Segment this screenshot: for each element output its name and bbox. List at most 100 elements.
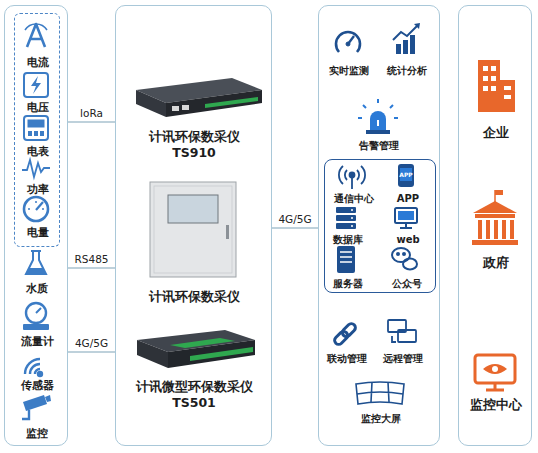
camera-icon: [22, 395, 51, 419]
function-label: 告警管理: [349, 140, 409, 153]
server-icon: [337, 246, 355, 273]
government-icon-part: [502, 220, 506, 239]
app-phone-icon-part: [398, 164, 414, 187]
ts910-device-part: [136, 90, 166, 117]
alarm-siren-icon-part: [377, 120, 379, 126]
web-monitor-icon: [395, 208, 417, 228]
flowmeter-icon-part: [23, 324, 49, 330]
link-label: RS485: [62, 253, 122, 265]
power-label: 功率: [16, 183, 60, 197]
cabinet-device-part: [154, 186, 232, 273]
alarm-siren-icon-part: [370, 111, 386, 130]
ts910-device: [136, 78, 262, 117]
water-quality-icon-part: [26, 268, 46, 274]
remote-screens-icon: [388, 320, 416, 342]
sensor-icon: [25, 359, 42, 376]
government-icon-part: [510, 220, 514, 239]
function-label: 统计分析: [379, 65, 435, 78]
service-label: 通信中心: [329, 193, 379, 206]
platform-panel: 通信中心APP数据库web服务器公众号实时监测统计分析告警管理联动管理远程管理监…: [318, 5, 440, 446]
government-icon-part: [473, 201, 517, 213]
government-icon-part: [494, 190, 496, 202]
link-chain-icon: [333, 322, 357, 346]
power-wave-icon: [22, 160, 50, 177]
alarm-siren-icon-part: [358, 99, 398, 118]
ts910-device-part: [182, 105, 189, 110]
meter-icon-part: [28, 120, 45, 128]
flowmeter-icon-part: [36, 308, 41, 313]
function-label: 远程管理: [375, 353, 431, 366]
collector-panel: 计讯环保数采仪 TS910计讯环保数采仪计讯微型环保数采仪 TS501: [115, 5, 272, 446]
water-quality-icon: [26, 251, 46, 274]
ts910-device-part: [166, 90, 262, 117]
enterprise-icon-part: [491, 76, 496, 81]
flowmeter-icon-part: [26, 303, 46, 323]
sensor-icon-part: [38, 372, 42, 376]
current-icon: [25, 24, 47, 47]
platform-core-box: 通信中心APP数据库web服务器公众号: [324, 159, 436, 293]
web-monitor-icon-part: [395, 208, 417, 223]
statistics-chart-icon-part: [403, 40, 408, 54]
enterprise-icon-part: [491, 86, 496, 91]
government-icon-part: [478, 220, 482, 239]
device-label: 水质: [7, 282, 67, 296]
monitor-center-icon-part: [492, 366, 498, 372]
ts501-device-part: [170, 338, 235, 348]
current-icon-part: [27, 24, 45, 47]
wechat-icon-part: [397, 253, 399, 255]
ts910-device-part: [205, 97, 258, 108]
energy-gauge-icon-part: [28, 201, 44, 209]
comm-antenna-icon-part: [350, 173, 355, 178]
sensor-icon-part: [35, 369, 40, 374]
app-phone-icon: [398, 164, 414, 187]
monitor-gauge-icon-part: [348, 36, 354, 44]
ts501-device-part: [137, 340, 168, 368]
monitor-center-icon-part: [483, 364, 507, 374]
statistics-chart-icon-part: [414, 23, 420, 29]
voltage-icon-part: [24, 73, 48, 97]
water-quality-icon-part: [26, 251, 46, 274]
device-label: 流量计: [7, 335, 67, 349]
big-screen-icon-part: [357, 382, 403, 402]
meter-icon-part: [34, 131, 38, 136]
monitor-center-icon-part: [486, 383, 504, 390]
user-label: 政府: [461, 255, 531, 271]
ts910-device-part: [172, 106, 179, 111]
enterprise-icon-part: [500, 80, 515, 112]
comm-antenna-icon-part: [345, 170, 359, 180]
database-icon-part: [351, 217, 353, 219]
user-label: 监控中心: [461, 397, 531, 413]
service-label: web: [388, 234, 428, 247]
enterprise-icon-part: [478, 60, 500, 112]
government-icon-part: [475, 214, 515, 218]
energy-gauge-icon-part: [36, 202, 43, 210]
government-icon-part: [495, 190, 503, 195]
server-icon-part: [340, 252, 352, 262]
remote-screens-icon-part: [398, 330, 416, 342]
database-icon-part: [351, 209, 353, 211]
device-caption: 计讯环保数采仪 TS910: [144, 129, 244, 160]
link-label: 4G/5G: [265, 213, 325, 225]
enterprise-icon-part: [491, 66, 496, 71]
connector-line: [68, 351, 115, 352]
wechat-icon-part: [403, 259, 417, 270]
service-label: 公众号: [385, 278, 429, 291]
government-icon: [472, 190, 518, 245]
government-icon-part: [486, 220, 490, 239]
enterprise-icon-part: [504, 86, 511, 90]
cabinet-device-part: [168, 195, 218, 223]
cabinet-device-part: [226, 225, 229, 239]
function-label: 监控大屏: [351, 413, 411, 426]
voltage-icon: [24, 73, 48, 97]
function-label: 实时监测: [321, 65, 377, 78]
meter-icon-part: [40, 131, 44, 136]
comm-antenna-icon: [339, 166, 365, 189]
link-chain-icon-part: [333, 330, 349, 346]
enterprise-icon: [478, 60, 515, 112]
app-screen-text: APP: [398, 172, 414, 178]
connector-line: [68, 121, 115, 122]
device-caption: 计讯微型环保数采仪 TS501: [134, 379, 254, 410]
